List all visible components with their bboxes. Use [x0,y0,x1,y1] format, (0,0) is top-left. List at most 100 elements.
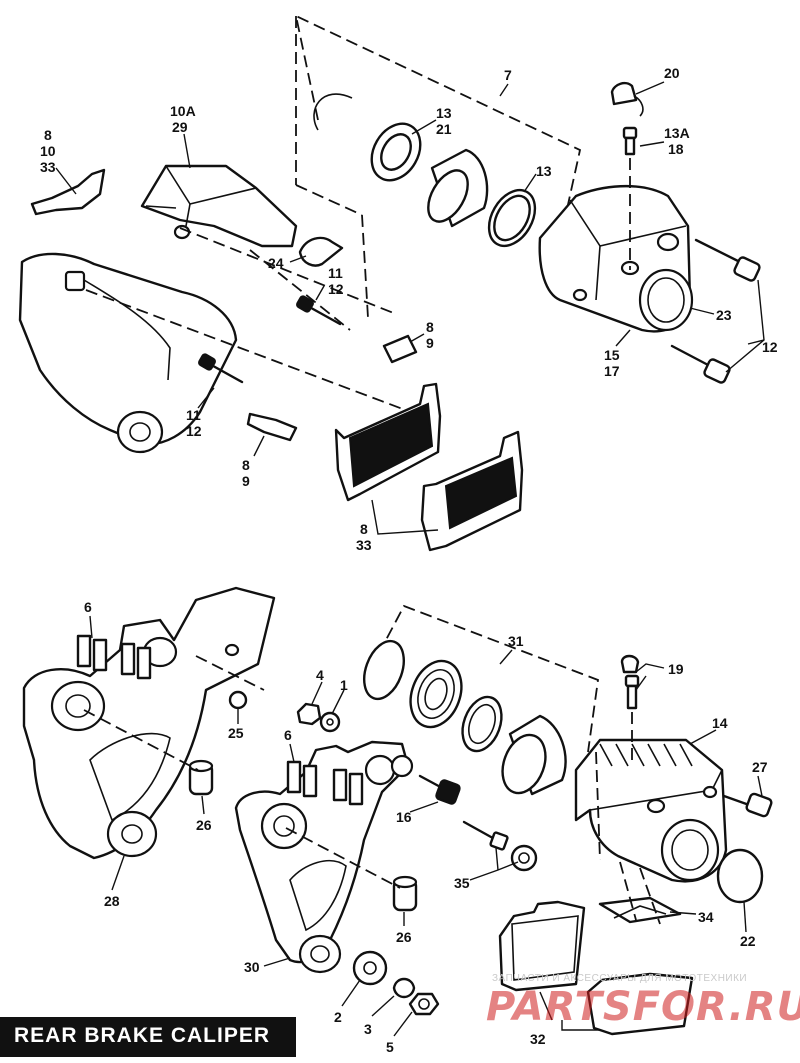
callout-9-spring-upper: 9 [426,335,434,351]
callout-11-upper: 11 [328,265,343,281]
callout-34: 34 [698,909,714,925]
callout-6-middle: 6 [284,727,292,743]
callout-15: 15 [604,347,620,363]
bracket-7 [294,14,582,251]
callout-13-oring: 13 [536,163,552,179]
nut-4 [296,702,322,726]
callout-8-spring-lower: 8 [242,457,250,473]
leader-lines [55,81,765,1037]
callout-26-upper: 26 [196,817,212,833]
cover-22 [716,848,764,904]
callout-12-upper: 12 [328,281,344,297]
brake-pad-32-front [498,900,586,992]
lock-washer-3 [392,977,416,999]
pin-35 [462,820,538,872]
bracket-28 [22,586,276,860]
callout-31: 31 [508,633,524,649]
piston-seal-13-21 [370,122,422,182]
callout-18: 18 [668,141,684,157]
nut-5 [408,992,440,1016]
callout-24: 24 [268,255,284,271]
callout-12-bolts: 12 [762,339,778,355]
callout-21: 21 [436,121,452,137]
pad-clip-6-middle [286,760,364,806]
callout-25: 25 [228,725,244,741]
callout-32: 32 [530,1031,546,1047]
watermark-caption: ЗАПЧАСТИ И АКСЕССУАРЫ ДЛЯ МОТОТЕХНИКИ [492,973,748,984]
pad-retainer-34 [598,896,682,924]
bracket-30 [234,740,414,974]
callout-4: 4 [316,667,324,683]
anti-rattle-spring-8-9-upper [382,334,418,364]
callout-1: 1 [340,677,348,693]
brake-pad-outer [420,430,524,552]
caliper-mount-plate [18,252,238,454]
title-banner [0,1017,296,1057]
washer-1 [319,711,341,733]
callout-23: 23 [716,307,732,323]
callout-13A: 13A [664,125,690,141]
mounting-bolt-12-upper [694,238,761,282]
callout-3: 3 [364,1021,372,1037]
callout-7: 7 [504,67,512,83]
anti-rattle-spring-8-9-lower [246,412,298,442]
callout-5: 5 [386,1039,394,1055]
o-ring-13 [487,188,537,248]
piston-bottom [501,714,567,796]
callout-22: 22 [740,933,756,949]
bushing-26-upper [188,759,214,796]
bushing-26-lower [392,875,418,912]
callout-10-clip: 10 [40,143,56,159]
callout-20: 20 [664,65,680,81]
brake-pad-32-rear [586,972,694,1036]
callout-29: 29 [172,119,188,135]
bolt-27 [722,792,773,818]
callout-9-spring-lower: 9 [242,473,250,489]
bleeder-cap-20 [610,81,644,117]
callout-12-lower: 12 [186,423,202,439]
callout-33-clip: 33 [40,159,56,175]
callout-8-clip: 8 [44,127,52,143]
piston-top [427,148,489,228]
callout-17: 17 [604,363,620,379]
spring-clip-8-10-33 [30,168,106,216]
callout-labels: 7 20 13A 18 10A 29 13 21 13 8 10 33 24 1… [40,65,778,1055]
callout-16: 16 [396,809,412,825]
callout-30: 30 [244,959,260,975]
bleeder-19 [620,654,640,760]
callout-6-left: 6 [84,599,92,615]
piston-boot-31 [409,659,463,729]
callout-2: 2 [334,1009,342,1025]
callout-28: 28 [104,893,120,909]
washer-2 [352,950,388,986]
pin-clip-24 [298,236,344,267]
brake-pad-inner [334,382,442,502]
watermark-brand: PARTSFOR.RU [486,984,800,1030]
callout-27: 27 [752,759,768,775]
callout-19: 19 [668,661,684,677]
callout-11-lower: 11 [186,407,201,423]
plug-25 [228,690,248,710]
pin-11-12-lower [198,353,244,384]
callout-13-upper: 13 [436,105,452,121]
diagram-title: REAR BRAKE CALIPER [14,1024,271,1047]
callout-8-spring-upper: 8 [426,319,434,335]
retaining-ring-top [313,93,353,131]
retaining-ring-bottom [363,639,405,701]
bleeder-screw-13A-18 [622,126,638,270]
caliper-housing-top [538,185,694,333]
callout-35: 35 [454,875,470,891]
pin-11-12-upper [296,295,342,326]
mounting-bracket-10A-29 [140,164,298,248]
callout-10A: 10A [170,103,196,119]
pin-16 [418,774,461,805]
callout-26-lower: 26 [396,929,412,945]
callout-8-pads: 8 [360,521,368,537]
piston-seal-31 [461,695,503,753]
caliper-body-14 [574,738,728,883]
mounting-bolt-12-lower [670,344,731,384]
callout-33-pads: 33 [356,537,372,553]
pad-clip-6-left [76,634,152,680]
